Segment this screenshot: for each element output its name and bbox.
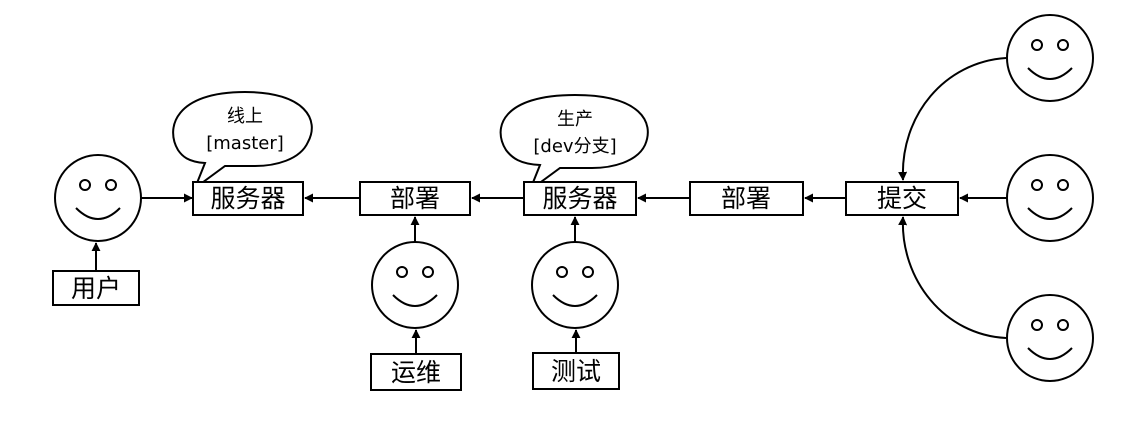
bubble-online: 线上 [master]	[172, 90, 313, 191]
box-ops: 运维	[370, 353, 462, 391]
smiley-icon	[1006, 14, 1094, 102]
box-user: 用户	[52, 270, 140, 306]
arrow-bottom-dev-to-submit	[898, 216, 1007, 339]
bubble-production-line1: 生产	[557, 109, 593, 130]
smiley-icon	[531, 241, 619, 329]
box-server-online-label: 服务器	[210, 184, 285, 213]
box-test: 测试	[532, 352, 620, 390]
smiley-icon	[1006, 294, 1094, 382]
box-deploy-ops: 部署	[359, 181, 471, 216]
bubble-online-line1: 线上	[227, 106, 263, 127]
box-submit: 提交	[845, 181, 959, 216]
box-server-production: 服务器	[523, 181, 637, 216]
box-test-label: 测试	[551, 357, 601, 386]
box-deploy-dev-label: 部署	[721, 184, 771, 213]
box-deploy-dev: 部署	[689, 181, 804, 216]
smiley-icon	[54, 154, 142, 242]
bubble-production: 生产 [dev分支]	[499, 93, 649, 193]
bubble-online-line2: [master]	[206, 133, 284, 154]
smiley-icon	[1006, 154, 1094, 242]
smiley-icon	[371, 241, 459, 329]
box-ops-label: 运维	[391, 358, 441, 387]
box-user-label: 用户	[71, 274, 121, 303]
box-server-online: 服务器	[192, 181, 304, 216]
box-deploy-ops-label: 部署	[390, 184, 440, 213]
bubble-production-line2: [dev分支]	[533, 136, 616, 157]
arrow-top-dev-to-submit	[898, 57, 1007, 181]
box-server-production-label: 服务器	[542, 184, 617, 213]
box-submit-label: 提交	[877, 184, 927, 213]
